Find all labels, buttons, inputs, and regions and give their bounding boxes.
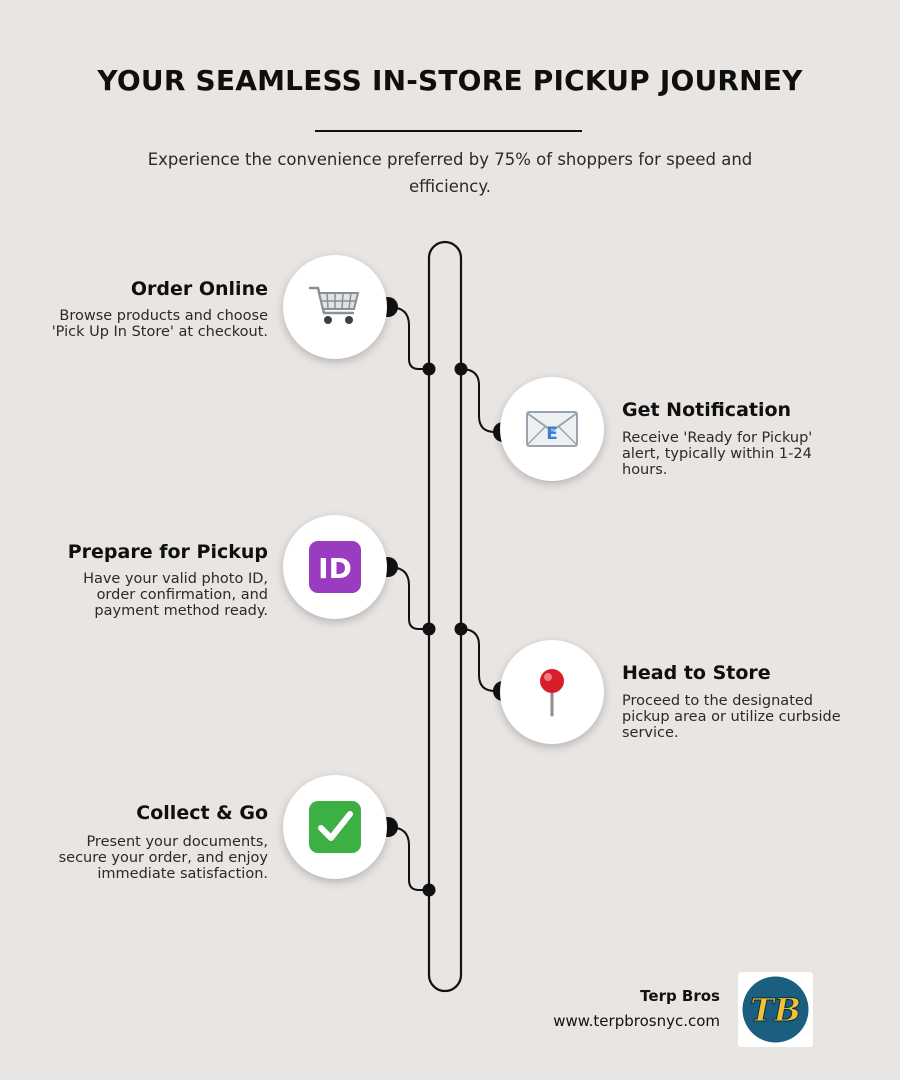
step-title: Get Notification — [622, 399, 792, 421]
step-title: Head to Store — [622, 662, 771, 684]
step-description: Have your valid photo ID, order confirma… — [83, 571, 268, 619]
page-subtitle: Experience the convenience preferred by … — [147, 150, 753, 196]
step-description: Browse products and choose 'Pick Up In S… — [51, 308, 268, 340]
track-dot-step-5 — [422, 883, 436, 897]
step-description: Receive 'Ready for Pickup' alert, typica… — [622, 430, 813, 478]
svg-text:E: E — [546, 424, 558, 444]
shopping-cart-icon — [308, 286, 360, 324]
envelope-icon: E — [526, 411, 578, 447]
step-title: Collect & Go — [136, 802, 268, 824]
title-divider — [315, 130, 582, 132]
step-icon-circle: ID — [283, 515, 387, 619]
connector-step-3 — [388, 566, 429, 630]
track-dot-step-3 — [422, 622, 436, 636]
connector-step-1 — [388, 306, 429, 370]
track-dot-step-4 — [454, 622, 468, 636]
brand-url[interactable]: www.terpbrosnyc.com — [553, 1012, 720, 1030]
timeline-track — [427, 240, 463, 993]
step-title: Prepare for Pickup — [67, 541, 268, 563]
svg-text:TB: TB — [750, 991, 801, 1029]
pushpin-icon — [540, 669, 564, 717]
track-dot-step-2 — [454, 362, 468, 376]
brand-logo: TB — [738, 972, 813, 1047]
step-icon-circle — [500, 640, 604, 744]
check-mark-icon — [309, 801, 361, 853]
step-icon-circle: E — [500, 377, 604, 481]
step-icon-circle — [283, 255, 387, 359]
step-title: Order Online — [130, 278, 268, 300]
track-dot-step-1 — [422, 362, 436, 376]
svg-text:ID: ID — [318, 552, 352, 585]
step-icon-circle — [283, 775, 387, 879]
connector-step-2 — [460, 368, 503, 433]
brand-name: Terp Bros — [640, 987, 720, 1005]
id-icon: ID — [309, 541, 361, 593]
connector-step-5 — [388, 826, 429, 891]
step-description: Present your documents, secure your orde… — [58, 834, 268, 882]
connector-step-4 — [460, 628, 503, 692]
terp-bros-logo-icon: TB — [742, 976, 809, 1043]
page-title: YOUR SEAMLESS IN-STORE PICKUP JOURNEY — [97, 64, 803, 97]
step-description: Proceed to the designated pickup area or… — [622, 693, 841, 741]
